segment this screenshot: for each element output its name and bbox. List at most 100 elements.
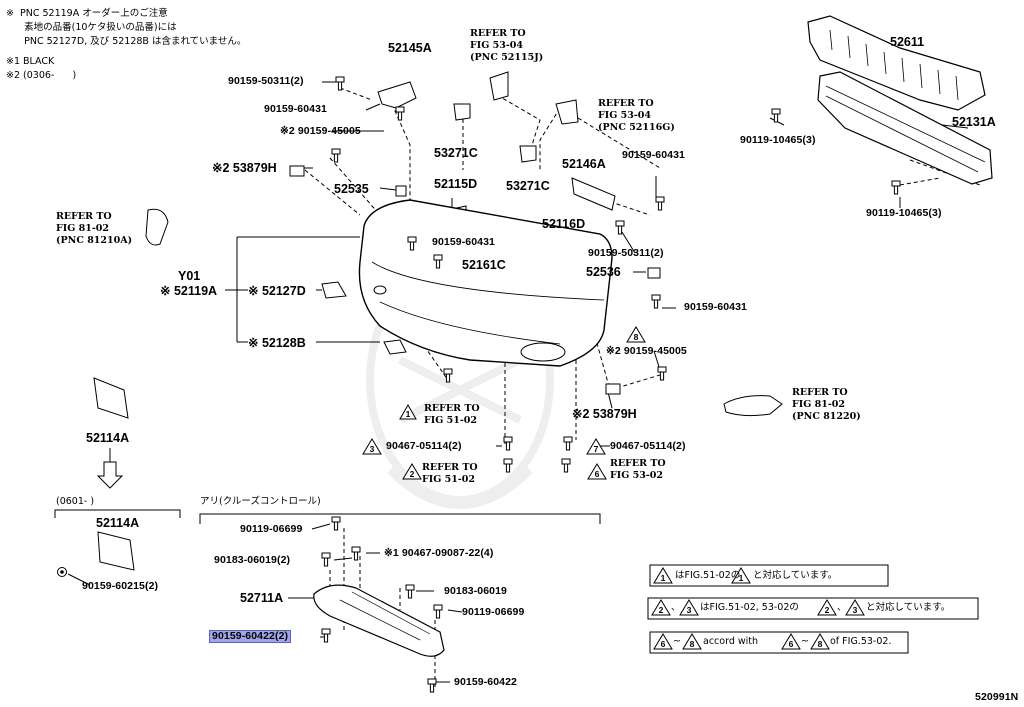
legend-2-sep2: 、 (837, 602, 847, 613)
retainer-53271C-b (519, 145, 537, 163)
legend-tri-l3b: 8 (690, 639, 695, 649)
bracket-53879H-b (605, 383, 621, 395)
legend-tri-l2d: 3 (853, 605, 858, 615)
part-52127D[interactable]: ※ 52127D (248, 284, 306, 298)
refer-fig-81-02-81220[interactable]: REFER TO FIG 81-02 (PNC 81220) (792, 387, 861, 422)
legend-2-text-a: はFIG.51-02, 53-02の (700, 602, 799, 613)
refer-fig-81-02-81210A[interactable]: REFER TO FIG 81-02 (PNC 81210A) (56, 211, 133, 246)
undercover-52711A (313, 584, 445, 657)
fog-lamp-81220 (723, 395, 783, 417)
bracket-52146A (571, 177, 616, 211)
cover-52128B (383, 339, 407, 355)
part-52114A-a[interactable]: 52114A (86, 431, 130, 445)
part-52536[interactable]: 52536 (586, 265, 621, 279)
bumper-cover-52119A (358, 199, 613, 367)
refer-fig-53-04-52116G[interactable]: REFER TO FIG 53-04 (PNC 52116G) (598, 98, 675, 133)
bolt-90159-45005-a[interactable]: ※2 90159-45005 (280, 125, 361, 137)
section-label-0601: (0601- ) (56, 496, 95, 507)
bolt-90119-10465-a[interactable]: 90119-10465(3) (740, 134, 816, 146)
note-line-2: 素地の品番(10ケタ扱いの品番)には (6, 22, 177, 33)
part-52161C[interactable]: 52161C (462, 258, 506, 272)
part-52128B[interactable]: ※ 52128B (248, 336, 306, 350)
energy-absorber-52611 (807, 15, 986, 111)
part-53879H-b[interactable]: ※2 53879H (572, 407, 637, 421)
legend-3-sep: ~ (673, 636, 681, 647)
bracket-52115J (489, 71, 509, 101)
part-53879H-a[interactable]: ※2 53879H (212, 161, 277, 175)
legend-1-text-a: はFIG.51-02の (675, 570, 741, 581)
part-52114A-b[interactable]: 52114A (96, 516, 140, 530)
bolt-90159-60431-a[interactable]: 90159-60431 (264, 103, 327, 115)
refer-fig-51-02-b[interactable]: REFER TO FIG 51-02 (422, 462, 478, 485)
cover-52127D (321, 281, 347, 299)
legend-tri-l2c: 2 (825, 605, 830, 615)
bolt-90159-60215[interactable]: 90159-60215(2) (82, 580, 159, 592)
bolt-90119-06699-b[interactable]: 90119-06699 (462, 606, 525, 618)
legend-triangles (651, 567, 865, 650)
bolt-90467-05114-b[interactable]: 90467-05114(2) (610, 440, 686, 452)
triangle-label-3: 3 (370, 444, 375, 454)
part-52119A[interactable]: ※ 52119A (160, 284, 218, 298)
legend-3-sep2: ~ (801, 636, 809, 647)
part-52131A[interactable]: 52131A (952, 115, 996, 129)
bolt-90159-60422-b[interactable]: 90159-60422 (454, 676, 517, 688)
legend-3-text-a: accord with (703, 636, 759, 647)
bolt-90159-60422-highlighted[interactable]: 90159-60422(2) (208, 630, 292, 643)
bolt-90183-06019-a[interactable]: 90183-06019(2) (214, 554, 291, 566)
bumper-reinforcement-52131A (817, 71, 993, 185)
bolt-90159-50311-a[interactable]: 90159-50311(2) (228, 75, 304, 87)
bolt-90159-60431-c[interactable]: 90159-60431 (432, 236, 495, 248)
part-52116D[interactable]: 52116D (542, 217, 586, 231)
legend-tri-l2a: 2 (659, 605, 664, 615)
license-bracket-52114A-b (97, 531, 135, 571)
part-52146A[interactable]: 52146A (562, 157, 606, 171)
part-53271C-a[interactable]: 53271C (434, 146, 478, 160)
bolt-90467-05114-a[interactable]: 90467-05114(2) (386, 440, 462, 452)
section-label-cruise-control: アリ(クルーズコントロール) (200, 496, 321, 507)
bracket-52116G (555, 99, 579, 125)
bolt-90159-60431-d[interactable]: 90159-60431 (684, 301, 747, 313)
refer-fig-51-02-a[interactable]: REFER TO FIG 51-02 (424, 403, 480, 426)
triangle-markers (362, 326, 646, 480)
license-bracket-52114A-a (93, 377, 129, 419)
part-53271C-b[interactable]: 53271C (506, 179, 550, 193)
clip-52535 (395, 185, 407, 197)
triangle-label-1: 1 (406, 409, 411, 419)
clip-52536 (647, 267, 661, 279)
fog-lamp-81210A (145, 208, 169, 246)
note-line-3: PNC 52127D, 及び 52128B は含まれていません。 (6, 36, 247, 47)
part-52611[interactable]: 52611 (890, 35, 925, 49)
part-52145A[interactable]: 52145A (388, 41, 432, 55)
refer-fig-53-04-52115J[interactable]: REFER TO FIG 53-04 (PNC 52115J) (470, 28, 544, 63)
figure-id: 520991N (975, 691, 1019, 703)
legend-tri-l2b: 3 (687, 605, 692, 615)
bolt-90159-45005-b[interactable]: ※2 90159-45005 (606, 345, 687, 357)
triangle-label-8: 8 (634, 332, 639, 342)
legend-boxes (647, 564, 979, 654)
note-line-5: ※2 (0306- ) (6, 70, 77, 81)
down-arrow (96, 461, 124, 489)
bolt-90467-09087-22[interactable]: ※1 90467-09087-22(4) (384, 547, 494, 559)
legend-tri-l3a: 6 (661, 639, 666, 649)
refer-fig-53-02[interactable]: REFER TO FIG 53-02 (610, 458, 666, 481)
note-line-4: ※1 BLACK (6, 56, 55, 67)
legend-tri-l1a: 1 (661, 573, 666, 583)
part-52535[interactable]: 52535 (334, 182, 369, 196)
triangle-label-2: 2 (410, 469, 415, 479)
triangle-label-7: 7 (594, 444, 599, 454)
legend-tri-l3c: 6 (789, 639, 794, 649)
bolt-90183-06019-b[interactable]: 90183-06019 (444, 585, 507, 597)
part-52711A[interactable]: 52711A (240, 591, 284, 605)
bolt-90159-60431-b[interactable]: 90159-60431 (622, 149, 685, 161)
bolt-90119-06699-a[interactable]: 90119-06699 (240, 523, 303, 535)
legend-tri-l3d: 8 (818, 639, 823, 649)
note-line-1: ※ PNC 52119A オーダー上のご注意 (6, 8, 168, 19)
bolt-90159-50311-b[interactable]: 90159-50311(2) (588, 247, 664, 259)
legend-3-text-b: of FIG.53-02. (830, 636, 892, 647)
triangle-label-6: 6 (595, 469, 600, 479)
legend-1-text-b: と対応しています。 (753, 570, 838, 581)
bolt-90119-10465-b[interactable]: 90119-10465(3) (866, 207, 942, 219)
label-y01: Y01 (178, 269, 201, 283)
part-52115D[interactable]: 52115D (434, 177, 478, 191)
